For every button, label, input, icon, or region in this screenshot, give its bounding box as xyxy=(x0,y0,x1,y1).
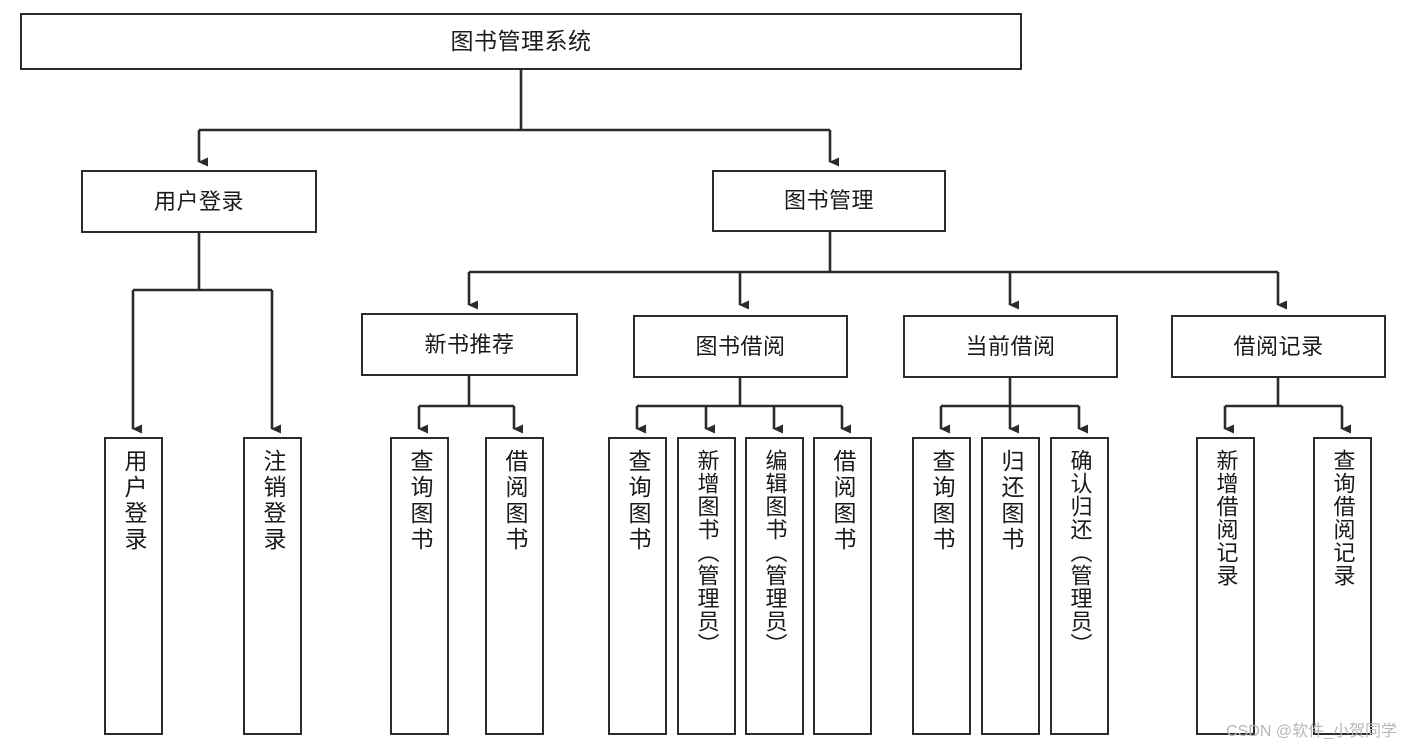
node-leaf-borrow-book-2-label: 借阅图书 xyxy=(830,449,856,553)
node-leaf-add-book-label: 新增图书（管理员） xyxy=(694,449,720,656)
node-user-login-label: 用户登录 xyxy=(153,188,244,214)
node-borrow-record[interactable]: 借阅记录 xyxy=(1171,315,1386,378)
node-leaf-borrow-book-2[interactable]: 借阅图书 xyxy=(813,437,872,735)
node-leaf-return-book[interactable]: 归还图书 xyxy=(981,437,1040,735)
node-borrow-record-label: 借阅记录 xyxy=(1233,333,1324,359)
csdn-watermark: CSDN @软件_小贺同学 xyxy=(1226,723,1397,740)
node-new-book-rec[interactable]: 新书推荐 xyxy=(361,313,578,376)
node-leaf-user-login[interactable]: 用户登录 xyxy=(104,437,163,735)
node-leaf-confirm-return[interactable]: 确认归还（管理员） xyxy=(1050,437,1109,735)
node-new-book-rec-label: 新书推荐 xyxy=(424,331,515,357)
node-leaf-edit-book[interactable]: 编辑图书（管理员） xyxy=(745,437,804,735)
node-leaf-return-book-label: 归还图书 xyxy=(998,449,1024,553)
node-current-borrow[interactable]: 当前借阅 xyxy=(903,315,1118,378)
node-leaf-edit-book-label: 编辑图书（管理员） xyxy=(762,449,788,656)
node-book-manage-label: 图书管理 xyxy=(783,188,874,214)
node-leaf-borrow-book-1-label: 借阅图书 xyxy=(502,449,528,553)
node-leaf-borrow-book-1[interactable]: 借阅图书 xyxy=(485,437,544,735)
node-leaf-query-book-2-label: 查询图书 xyxy=(625,449,651,553)
node-leaf-add-record[interactable]: 新增借阅记录 xyxy=(1196,437,1255,735)
node-leaf-logout[interactable]: 注销登录 xyxy=(243,437,302,735)
node-root-label: 图书管理系统 xyxy=(450,27,592,54)
node-root[interactable]: 图书管理系统 xyxy=(20,13,1022,70)
node-leaf-query-book-3-label: 查询图书 xyxy=(929,449,955,553)
node-leaf-query-record-label: 查询借阅记录 xyxy=(1330,449,1356,587)
node-leaf-query-book-2[interactable]: 查询图书 xyxy=(608,437,667,735)
node-leaf-logout-label: 注销登录 xyxy=(260,449,286,553)
node-leaf-query-book-3[interactable]: 查询图书 xyxy=(912,437,971,735)
node-leaf-add-record-label: 新增借阅记录 xyxy=(1213,449,1239,587)
node-book-borrow[interactable]: 图书借阅 xyxy=(633,315,848,378)
node-book-manage[interactable]: 图书管理 xyxy=(712,170,946,232)
node-leaf-query-book-1[interactable]: 查询图书 xyxy=(390,437,449,735)
node-leaf-confirm-return-label: 确认归还（管理员） xyxy=(1067,449,1093,656)
node-current-borrow-label: 当前借阅 xyxy=(965,333,1056,359)
node-user-login[interactable]: 用户登录 xyxy=(81,170,317,233)
node-book-borrow-label: 图书借阅 xyxy=(695,333,786,359)
node-leaf-add-book[interactable]: 新增图书（管理员） xyxy=(677,437,736,735)
node-leaf-query-record[interactable]: 查询借阅记录 xyxy=(1313,437,1372,735)
node-leaf-user-login-label: 用户登录 xyxy=(121,449,147,553)
node-leaf-query-book-1-label: 查询图书 xyxy=(407,449,433,553)
